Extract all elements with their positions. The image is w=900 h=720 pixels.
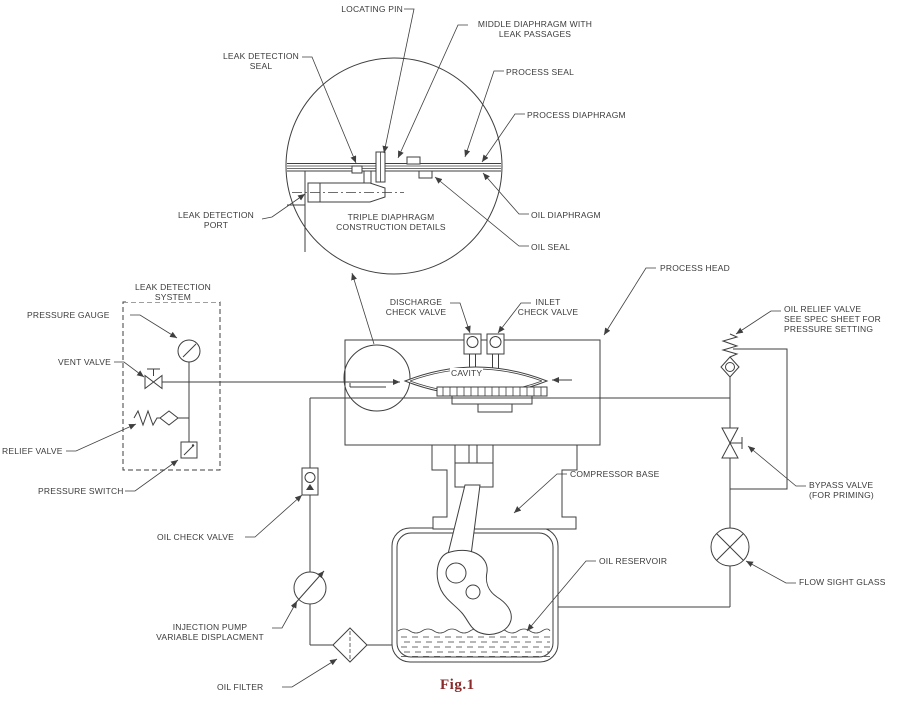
leader-inlet-check-valve	[497, 302, 531, 334]
discharge-check-valve-symbol	[463, 333, 482, 355]
leader-relief-valve	[66, 423, 137, 452]
label-injection-pump: INJECTION PUMP VARIABLE DISPLACMENT	[156, 622, 264, 642]
oil-hatch	[401, 636, 550, 657]
label-locating-pin: LOCATING PIN	[341, 4, 403, 14]
label-process-head: PROCESS HEAD	[660, 263, 730, 273]
oil-relief-valve-symbol	[720, 333, 740, 378]
leader-oil-check-valve	[245, 494, 303, 538]
label-middle-diaphragm: MIDDLE DIAPHRAGM WITH LEAK PASSAGES	[477, 19, 593, 39]
leader-detail-pointer	[351, 272, 375, 345]
leak-detection-seal-symbol	[351, 165, 363, 174]
label-vent-valve: VENT VALVE	[58, 357, 112, 367]
piston-crank-assembly	[436, 412, 512, 635]
leader-pressure-gauge	[130, 314, 178, 339]
oil-check-valve-symbol	[301, 467, 319, 496]
crosshead	[454, 462, 494, 488]
detail-circle	[285, 57, 503, 275]
label-pressure-switch: PRESSURE SWITCH	[38, 486, 124, 496]
leak-detection-port-symbol	[292, 171, 404, 203]
leader-middle-diaphragm	[397, 24, 468, 159]
process-seal-symbol	[406, 156, 421, 165]
flow-sight-glass-symbol	[710, 527, 750, 567]
label-oil-reservoir: OIL RESERVOIR	[599, 556, 668, 566]
right-oil-pipe	[558, 333, 788, 608]
compressor-base-symbol	[431, 444, 578, 530]
label-cavity: CAVITY	[450, 368, 484, 378]
leader-process-diaphragm	[481, 113, 525, 163]
relief-valve-symbol	[133, 409, 189, 427]
label-leak-detection-system: LEAK DETECTION SYSTEM	[126, 282, 220, 302]
leader-vent-valve	[114, 361, 145, 378]
left-oil-pipe	[291, 398, 392, 663]
label-compressor-base: COMPRESSOR BASE	[570, 469, 660, 479]
label-relief-valve: RELIEF VALVE	[2, 446, 63, 456]
leader-injection-pump	[272, 600, 298, 629]
leader-locating-pin	[382, 8, 415, 154]
label-leak-detection-seal: LEAK DETECTION SEAL	[222, 51, 299, 71]
vent-valve-symbol	[144, 368, 163, 390]
process-head-symbol	[343, 333, 601, 446]
inlet-check-valve-symbol	[486, 333, 505, 355]
label-oil-filter: OIL FILTER	[217, 682, 264, 692]
leader-oil-filter	[282, 658, 338, 688]
leader-oil-reservoir	[526, 560, 596, 632]
bypass-valve-symbol	[721, 427, 743, 459]
oil-filter-symbol	[332, 627, 368, 663]
label-oil-check-valve: OIL CHECK VALVE	[157, 532, 235, 542]
label-detail-title: TRIPLE DIAPHRAGM CONSTRUCTION DETAILS	[336, 212, 446, 232]
leader-oil-relief-valve	[735, 310, 781, 335]
pressure-switch-symbol	[180, 441, 198, 459]
label-oil-diaphragm: OIL DIAPHRAGM	[531, 210, 601, 220]
leader-compressor-base	[513, 473, 567, 514]
label-process-seal: PROCESS SEAL	[506, 67, 575, 77]
leader-discharge-check-valve	[450, 302, 471, 334]
label-leak-detection-port: LEAK DETECTION PORT	[177, 210, 254, 230]
label-pressure-gauge: PRESSURE GAUGE	[27, 310, 110, 320]
leader-process-seal	[464, 70, 504, 158]
leader-process-head	[603, 267, 656, 336]
label-process-diaphragm: PROCESS DIAPHRAGM	[527, 110, 626, 120]
leader-oil-seal	[434, 176, 529, 247]
leader-leak-detection-port	[261, 193, 306, 220]
detail-reference-circle	[343, 344, 411, 412]
priming-bypass-loop	[730, 348, 788, 490]
leader-oil-diaphragm	[482, 172, 529, 215]
label-inlet-check-valve: INLET CHECK VALVE	[517, 297, 579, 317]
pressure-gauge-symbol	[177, 339, 201, 363]
leader-lines	[66, 8, 806, 688]
leak-detection-system-box	[122, 301, 221, 471]
piping	[162, 333, 788, 663]
label-oil-relief-valve: OIL RELIEF VALVE SEE SPEC SHEET FOR PRES…	[784, 304, 881, 334]
label-discharge-check-valve: DISCHARGE CHECK VALVE	[385, 297, 447, 317]
figure-caption: Fig.1	[440, 677, 475, 693]
leader-flow-sight-glass	[745, 560, 796, 584]
leader-pressure-switch	[125, 459, 179, 492]
oil-seal-symbol	[418, 170, 433, 179]
locating-pin-symbol	[375, 151, 386, 183]
leader-bypass-valve	[747, 445, 806, 487]
label-flow-sight-glass: FLOW SIGHT GLASS	[799, 577, 886, 587]
diaphragm-clamp	[436, 386, 548, 413]
label-bypass-valve: BYPASS VALVE (FOR PRIMING)	[809, 480, 874, 500]
leader-leak-detection-seal	[302, 56, 357, 164]
label-oil-seal: OIL SEAL	[531, 242, 571, 252]
